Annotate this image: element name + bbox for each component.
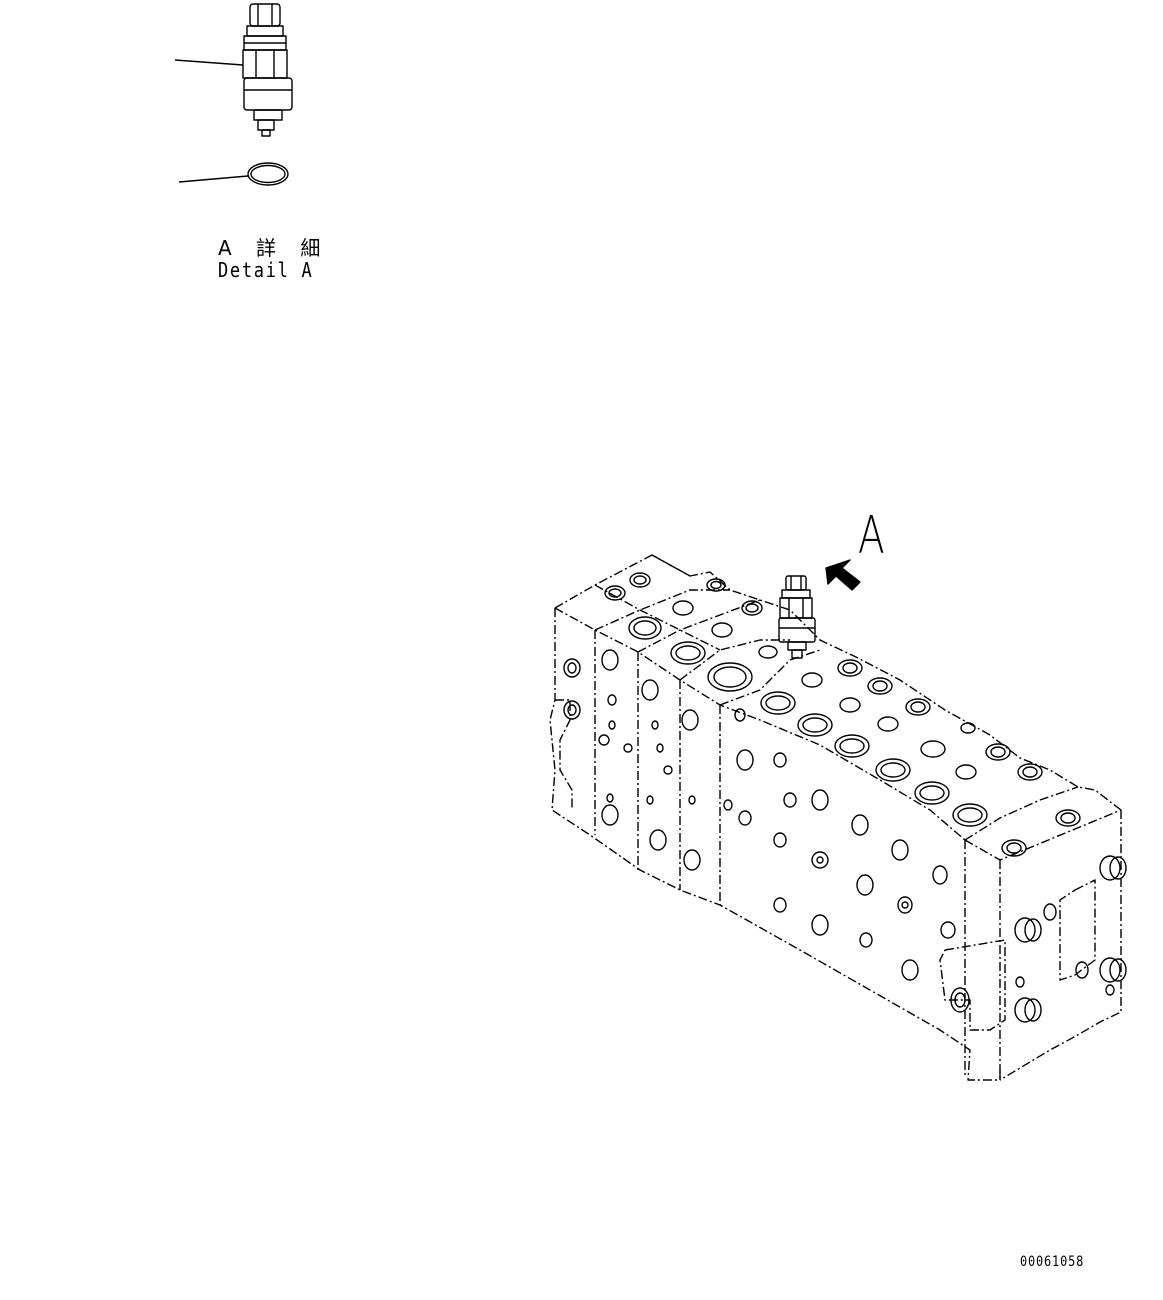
view-marker-label: A [858, 506, 885, 566]
valve-ports-front [564, 650, 1114, 1012]
control-valve-assembly [550, 555, 1121, 1080]
valve-ports-top [605, 573, 1080, 856]
detail-relief-valve [243, 4, 292, 136]
end-plugs [1015, 856, 1126, 1022]
installed-relief-valve [779, 576, 815, 658]
detail-title-japanese: A 詳 細 [218, 236, 330, 260]
figure-number: 00061058 [1020, 1254, 1085, 1270]
view-arrow-icon [826, 560, 860, 590]
leader-line-o-ring [179, 176, 248, 182]
leader-line-valve [175, 60, 243, 65]
detail-title-english: Detail A [218, 258, 314, 282]
detail-o-ring [248, 163, 288, 185]
